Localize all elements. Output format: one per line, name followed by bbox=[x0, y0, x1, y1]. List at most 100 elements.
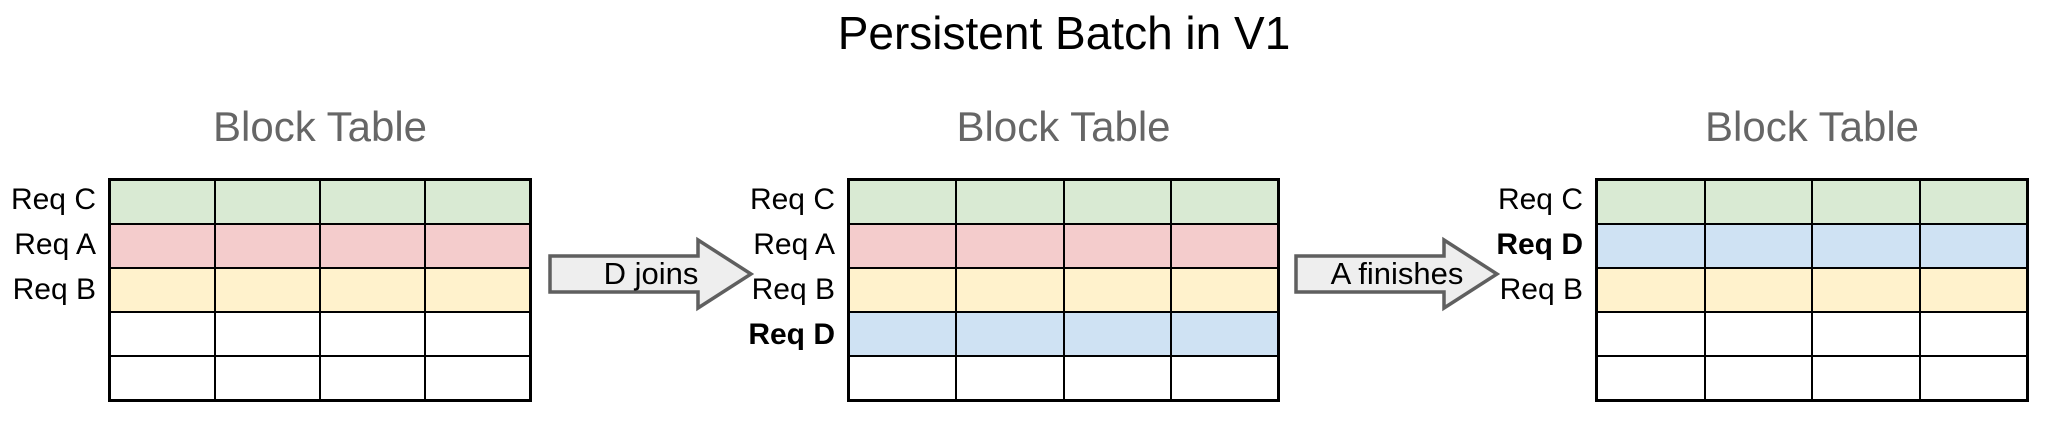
grid-cell bbox=[1063, 224, 1171, 268]
grid-cell bbox=[1704, 180, 1812, 224]
table-row bbox=[849, 180, 1278, 224]
grid-cell bbox=[215, 224, 320, 268]
table-row bbox=[110, 356, 530, 400]
grid-cell bbox=[1170, 312, 1278, 356]
grid-cell bbox=[849, 268, 957, 312]
grid-cell bbox=[110, 224, 215, 268]
table-row bbox=[1597, 312, 2027, 356]
block-table-heading-2: Block Table bbox=[956, 103, 1171, 150]
grid-cell bbox=[215, 180, 320, 224]
grid-cell bbox=[1919, 224, 2027, 268]
grid-cell bbox=[849, 180, 957, 224]
grid-cell bbox=[215, 356, 320, 400]
row-label: Req C bbox=[1497, 183, 1583, 217]
row-label: Req A bbox=[14, 228, 96, 262]
arrow-label: A finishes bbox=[1330, 256, 1464, 291]
grid-cell bbox=[1063, 268, 1171, 312]
grid-cell bbox=[1812, 312, 1920, 356]
grid-cell bbox=[849, 224, 957, 268]
row-label: Req D bbox=[748, 317, 835, 351]
table-row bbox=[110, 268, 530, 312]
grid-cell bbox=[1919, 180, 2027, 224]
grid-cell bbox=[1812, 180, 1920, 224]
grid-cell bbox=[110, 312, 215, 356]
grid-cell bbox=[215, 268, 320, 312]
right-arrow-icon bbox=[1294, 236, 1500, 312]
grid-cell bbox=[320, 356, 425, 400]
grid-cell bbox=[320, 268, 425, 312]
row-labels-1: Req C Req A Req B bbox=[0, 178, 96, 402]
grid-cell bbox=[425, 312, 530, 356]
grid-cell bbox=[215, 312, 320, 356]
grid-cell bbox=[1812, 224, 1920, 268]
row-label: Req C bbox=[749, 183, 835, 217]
grid-cell bbox=[1704, 312, 1812, 356]
grid-cell bbox=[956, 312, 1064, 356]
block-table-heading-1: Block Table bbox=[212, 103, 428, 150]
row-label bbox=[1433, 312, 1583, 357]
arrow-label: D joins bbox=[603, 256, 699, 291]
grid-cell bbox=[1919, 268, 2027, 312]
grid-cell bbox=[956, 356, 1064, 400]
block-table-grid-2 bbox=[847, 178, 1280, 402]
grid-cell bbox=[1597, 180, 1705, 224]
grid-cell bbox=[320, 312, 425, 356]
table-row bbox=[110, 180, 530, 224]
grid-cell bbox=[110, 268, 215, 312]
grid-cell bbox=[1597, 224, 1705, 268]
row-labels-2: Req C Req A Req B Req D bbox=[685, 178, 835, 402]
grid-cell bbox=[1812, 356, 1920, 400]
table-row bbox=[849, 312, 1278, 356]
row-label bbox=[0, 312, 96, 357]
row-label bbox=[685, 357, 835, 402]
grid-cell bbox=[1919, 312, 2027, 356]
page-title: Persistent Batch in V1 bbox=[837, 7, 1291, 59]
row-labels-3: Req C Req D Req B bbox=[1433, 178, 1583, 402]
table-row bbox=[1597, 180, 2027, 224]
grid-cell bbox=[1170, 356, 1278, 400]
grid-cell bbox=[425, 268, 530, 312]
grid-cell bbox=[849, 356, 957, 400]
row-label: Req B bbox=[1499, 272, 1583, 306]
table-row bbox=[110, 224, 530, 268]
grid-cell bbox=[425, 180, 530, 224]
transition-arrow-a-finishes: A finishes bbox=[1294, 236, 1500, 312]
grid-cell bbox=[1597, 268, 1705, 312]
grid-cell bbox=[1704, 268, 1812, 312]
table-row bbox=[1597, 224, 2027, 268]
grid-cell bbox=[956, 180, 1064, 224]
grid-cell bbox=[1597, 312, 1705, 356]
block-table-grid-3 bbox=[1595, 178, 2029, 402]
row-label: Req D bbox=[1496, 228, 1583, 262]
block-table-grid-1 bbox=[108, 178, 532, 402]
row-label: Req B bbox=[751, 272, 835, 306]
grid-cell bbox=[425, 224, 530, 268]
table-row bbox=[849, 356, 1278, 400]
grid-cell bbox=[1704, 224, 1812, 268]
row-label: Req C bbox=[10, 183, 96, 217]
right-arrow-icon bbox=[548, 236, 754, 312]
block-table-heading-3: Block Table bbox=[1704, 103, 1920, 150]
grid-cell bbox=[1170, 224, 1278, 268]
row-label: Req A bbox=[753, 228, 835, 262]
grid-cell bbox=[849, 312, 957, 356]
grid-cell bbox=[1063, 312, 1171, 356]
table-row bbox=[849, 268, 1278, 312]
grid-cell bbox=[1063, 356, 1171, 400]
row-label bbox=[1433, 357, 1583, 402]
row-label bbox=[0, 357, 96, 402]
grid-cell bbox=[1812, 268, 1920, 312]
grid-cell bbox=[320, 180, 425, 224]
grid-cell bbox=[1170, 268, 1278, 312]
grid-cell bbox=[110, 180, 215, 224]
table-row bbox=[1597, 356, 2027, 400]
transition-arrow-d-joins: D joins bbox=[548, 236, 754, 312]
grid-cell bbox=[1170, 180, 1278, 224]
table-row bbox=[110, 312, 530, 356]
grid-cell bbox=[320, 224, 425, 268]
grid-cell bbox=[956, 224, 1064, 268]
table-row bbox=[849, 224, 1278, 268]
grid-cell bbox=[1919, 356, 2027, 400]
grid-cell bbox=[956, 268, 1064, 312]
